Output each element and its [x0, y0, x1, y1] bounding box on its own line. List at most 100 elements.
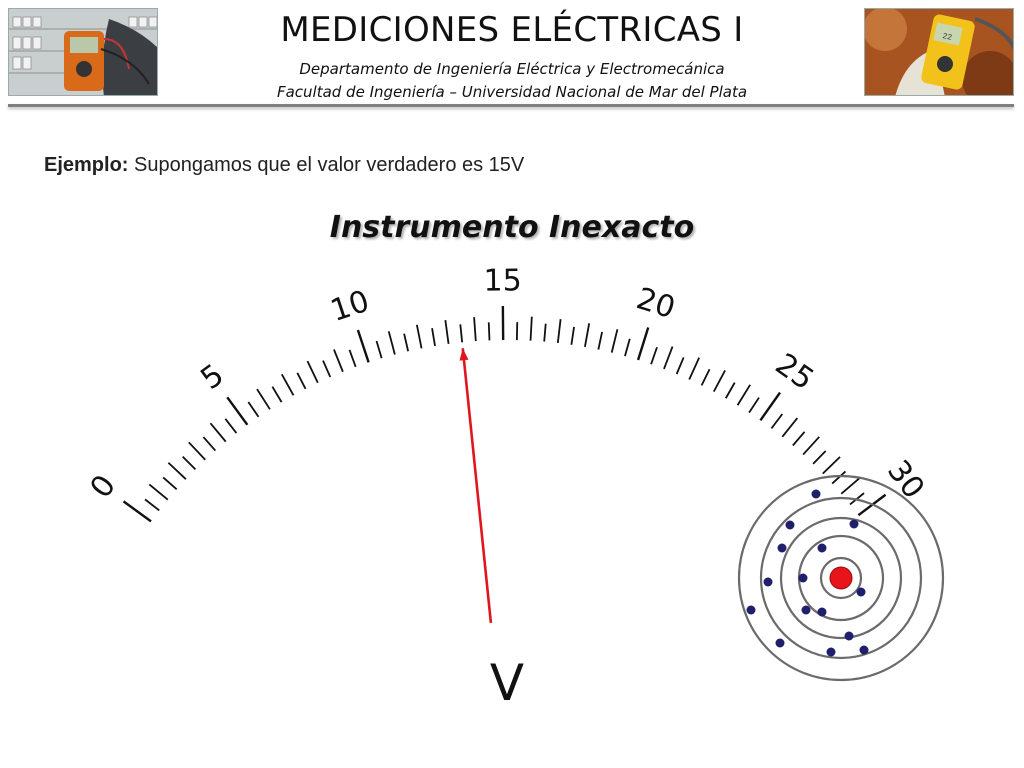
target-bullseye: [829, 566, 853, 590]
target-hit-dot: [746, 605, 756, 615]
minor-tick: [792, 431, 806, 447]
minor-tick: [403, 333, 410, 352]
meter-needle: [461, 348, 493, 623]
minor-tick: [700, 368, 711, 386]
minor-tick: [812, 450, 827, 465]
minor-tick: [781, 417, 799, 438]
minor-tick: [387, 331, 396, 355]
target-hit-dot: [801, 605, 811, 615]
target-ring: [779, 516, 903, 640]
minor-tick: [570, 326, 575, 345]
scale-label-0: 0: [84, 469, 124, 505]
minor-tick: [459, 324, 464, 343]
header-divider: [8, 104, 1014, 107]
minor-tick: [663, 346, 674, 370]
minor-tick: [247, 401, 260, 418]
minor-tick: [748, 397, 760, 414]
scale-label-20: 20: [632, 281, 679, 326]
minor-tick: [688, 357, 700, 380]
minor-tick: [712, 370, 726, 393]
minor-tick: [675, 357, 685, 375]
target-hit-dot: [817, 543, 827, 553]
meter-unit-label: V: [490, 654, 524, 712]
minor-tick: [375, 340, 383, 359]
target-hit-dot: [844, 631, 854, 641]
major-tick: [759, 391, 781, 421]
example-statement: Ejemplo: Supongamos que el valor verdade…: [44, 154, 524, 177]
meter-needle-group: [459, 348, 493, 623]
multimeter-photo-right: 22: [864, 8, 1014, 96]
slide-subtitle: Instrumento Inexacto: [329, 210, 695, 245]
target-hit-dot: [826, 647, 836, 657]
department-subtitle: Departamento de Ingeniería Eléctrica y E…: [299, 60, 725, 78]
accuracy-target: [737, 474, 945, 682]
svg-text:22: 22: [941, 32, 952, 43]
example-text: Supongamos que el valor verdadero es 15V: [128, 154, 525, 176]
minor-tick: [322, 360, 332, 378]
target-hit-dot: [856, 587, 866, 597]
minor-tick: [724, 382, 736, 399]
minor-tick: [415, 324, 423, 349]
target-hit-dot: [763, 577, 773, 587]
minor-tick: [188, 441, 206, 461]
target-hit-dot: [798, 573, 808, 583]
scale-label-25: 25: [769, 347, 820, 398]
target-ring: [819, 556, 863, 600]
minor-tick: [144, 498, 160, 512]
target-hit-dot: [775, 638, 785, 648]
minor-tick: [209, 422, 227, 443]
target-hit-dot: [849, 519, 859, 529]
target-hit-dot: [817, 607, 827, 617]
minor-tick: [296, 372, 307, 390]
scale-label-5: 5: [194, 357, 230, 397]
minor-tick: [281, 373, 295, 396]
minor-tick: [256, 388, 271, 410]
minor-tick: [487, 322, 491, 341]
minor-tick: [306, 360, 319, 384]
minor-tick: [610, 329, 619, 353]
major-tick: [356, 329, 370, 363]
major-tick: [636, 327, 650, 361]
minor-tick: [624, 338, 631, 357]
meter-scale-ticks: [122, 306, 887, 523]
minor-tick: [148, 483, 169, 501]
minor-tick: [584, 323, 591, 348]
example-label: Ejemplo:: [44, 154, 129, 176]
target-hit-dot: [777, 543, 787, 553]
minor-tick: [840, 477, 861, 495]
minor-tick: [182, 455, 197, 470]
target-ring: [737, 474, 945, 682]
minor-tick: [650, 346, 658, 365]
scale-label-15: 15: [483, 263, 521, 298]
target-hit-dot: [785, 520, 795, 530]
target-hit-dot: [811, 489, 821, 499]
minor-tick: [529, 316, 533, 341]
minor-tick: [831, 470, 847, 485]
minor-tick: [162, 476, 178, 490]
minor-tick: [224, 418, 238, 434]
minor-tick: [202, 436, 217, 452]
minor-tick: [556, 319, 562, 344]
faculty-subtitle: Facultad de Ingeniería – Universidad Nac…: [276, 83, 748, 101]
target-hit-dot: [859, 645, 869, 655]
page-title: MEDICIONES ELÉCTRICAS I: [280, 10, 744, 50]
major-tick: [226, 396, 249, 426]
minor-tick: [822, 456, 841, 475]
major-tick: [122, 500, 152, 523]
minor-tick: [167, 462, 187, 480]
minor-tick: [597, 331, 603, 350]
minor-tick: [802, 436, 820, 456]
minor-tick: [431, 328, 436, 347]
minor-tick: [333, 349, 344, 373]
minor-tick: [348, 349, 357, 368]
scale-label-10: 10: [326, 284, 373, 329]
minor-tick: [736, 384, 751, 406]
target-ring: [759, 496, 923, 660]
minor-tick: [444, 319, 450, 345]
minor-tick: [473, 317, 477, 342]
minor-tick: [543, 323, 547, 342]
meter-needle-tip: [459, 348, 469, 361]
minor-tick: [770, 413, 784, 429]
